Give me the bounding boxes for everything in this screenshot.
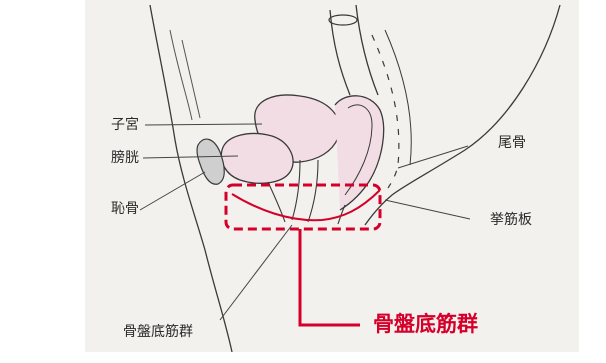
leader-pelvic-floor	[219, 224, 293, 321]
bladder-shape	[220, 132, 294, 184]
label-levator-plate: 挙筋板	[490, 212, 532, 228]
label-uterus: 子宮	[111, 117, 139, 133]
rectum-inner	[344, 104, 373, 196]
label-pubis: 恥骨	[111, 201, 139, 217]
pubic-bone-shape	[196, 138, 225, 185]
label-bladder: 膀胱	[111, 150, 139, 166]
label-pelvic-floor-bottom: 骨盤底筋群	[123, 324, 193, 340]
body-back-outline	[364, 4, 561, 226]
sacrum-outline	[384, 29, 412, 166]
vagina-line-1	[291, 159, 301, 221]
callout-connector	[298, 229, 360, 327]
leader-levator	[384, 199, 471, 220]
leader-bladder	[142, 155, 239, 159]
colon-tube-left	[329, 9, 351, 96]
abdominal-wall-line-2	[181, 39, 201, 119]
body-front-outline	[149, 4, 233, 353]
leader-coccyx	[397, 145, 469, 169]
label-coccyx: 尾骨	[498, 135, 526, 151]
figure-background	[85, 0, 579, 352]
highlight-box	[224, 183, 382, 231]
colon-opening	[328, 14, 358, 26]
pelvic-floor-muscle	[231, 189, 381, 222]
leader-pubis	[139, 171, 206, 211]
abdominal-wall-line	[169, 29, 193, 121]
callout-pelvic-floor: 骨盤底筋群	[373, 312, 478, 336]
colon-tube-right	[355, 4, 379, 96]
rectum-shape	[334, 95, 385, 211]
leader-uterus	[144, 123, 263, 126]
vagina-line-2	[307, 159, 319, 223]
